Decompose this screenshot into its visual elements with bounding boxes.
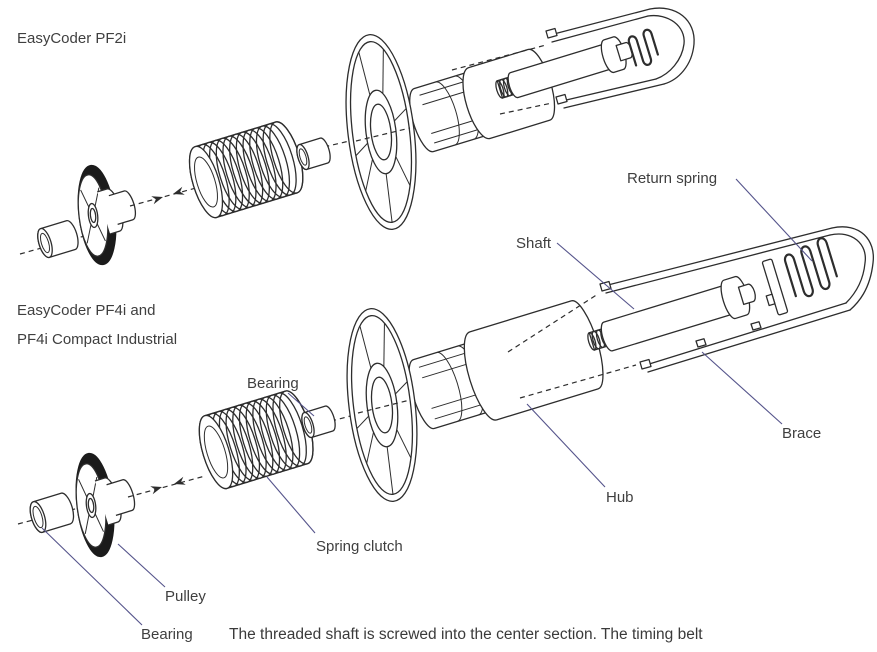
pf4i-disc [346,307,418,503]
shaft-leader [556,242,635,310]
pf4i-assembly [17,226,874,558]
pf4i-title-line2: PF4i Compact Industrial [17,331,178,348]
pulley-label: Pulley [165,588,206,605]
pf4i-bearing-inner [301,405,336,439]
return-spring-leader [735,178,813,262]
body-caption: The threaded shaft is screwed into the c… [229,626,703,643]
pf2i-return-spring [627,28,659,67]
pf4i-spring-plate [761,258,789,316]
pf2i-hub [409,48,556,153]
bearing-top-label: Bearing [247,375,299,392]
pf2i-bearing-inner [296,137,331,171]
bearing-bottom-label: Bearing [141,626,193,643]
spring-clutch-label: Spring clutch [316,538,403,555]
pf4i-brace [599,226,874,373]
hub-label: Hub [606,489,634,506]
bearing-bottom-leader [41,527,143,626]
bearing-top-leader [287,392,315,417]
hub-leader [526,403,606,488]
pf2i-spring-clutch [188,121,304,219]
pf2i-disc [345,33,417,231]
pf2i-disc-centerline [355,127,411,142]
pf4i-hub [408,300,604,430]
pf2i-bearing-left [37,220,79,259]
pf2i-brace [545,7,695,109]
pf2i-assembly [19,7,695,266]
pf2i-axis-dash-mid [129,187,197,207]
pf4i-bearing-left [29,492,75,534]
pf4i-spring-clutch [198,390,314,490]
pf4i-pulley [75,452,136,558]
pf4i-axis-dash-mid [127,475,206,498]
pf2i-pulley [77,164,137,266]
pf2i-dash-to-upper-clip [451,44,547,71]
spring-clutch-leader [266,476,316,534]
pf4i-dash-to-lower-clip [519,364,637,399]
pf2i-shaft [495,36,633,99]
brace-label: Brace [782,425,822,442]
shaft-label: Shaft [516,235,552,252]
pf4i-axis-dash-left [17,505,87,525]
pf4i-title-line1: EasyCoder PF4i and [17,302,156,319]
pf2i-title: EasyCoder PF2i [17,30,127,47]
return-spring-label: Return spring [627,170,718,187]
brace-leader [701,351,783,425]
pulley-leader [117,543,166,588]
pf4i-shaft [587,276,756,352]
pf4i-return-spring [783,237,838,298]
leader-lines [41,178,813,626]
